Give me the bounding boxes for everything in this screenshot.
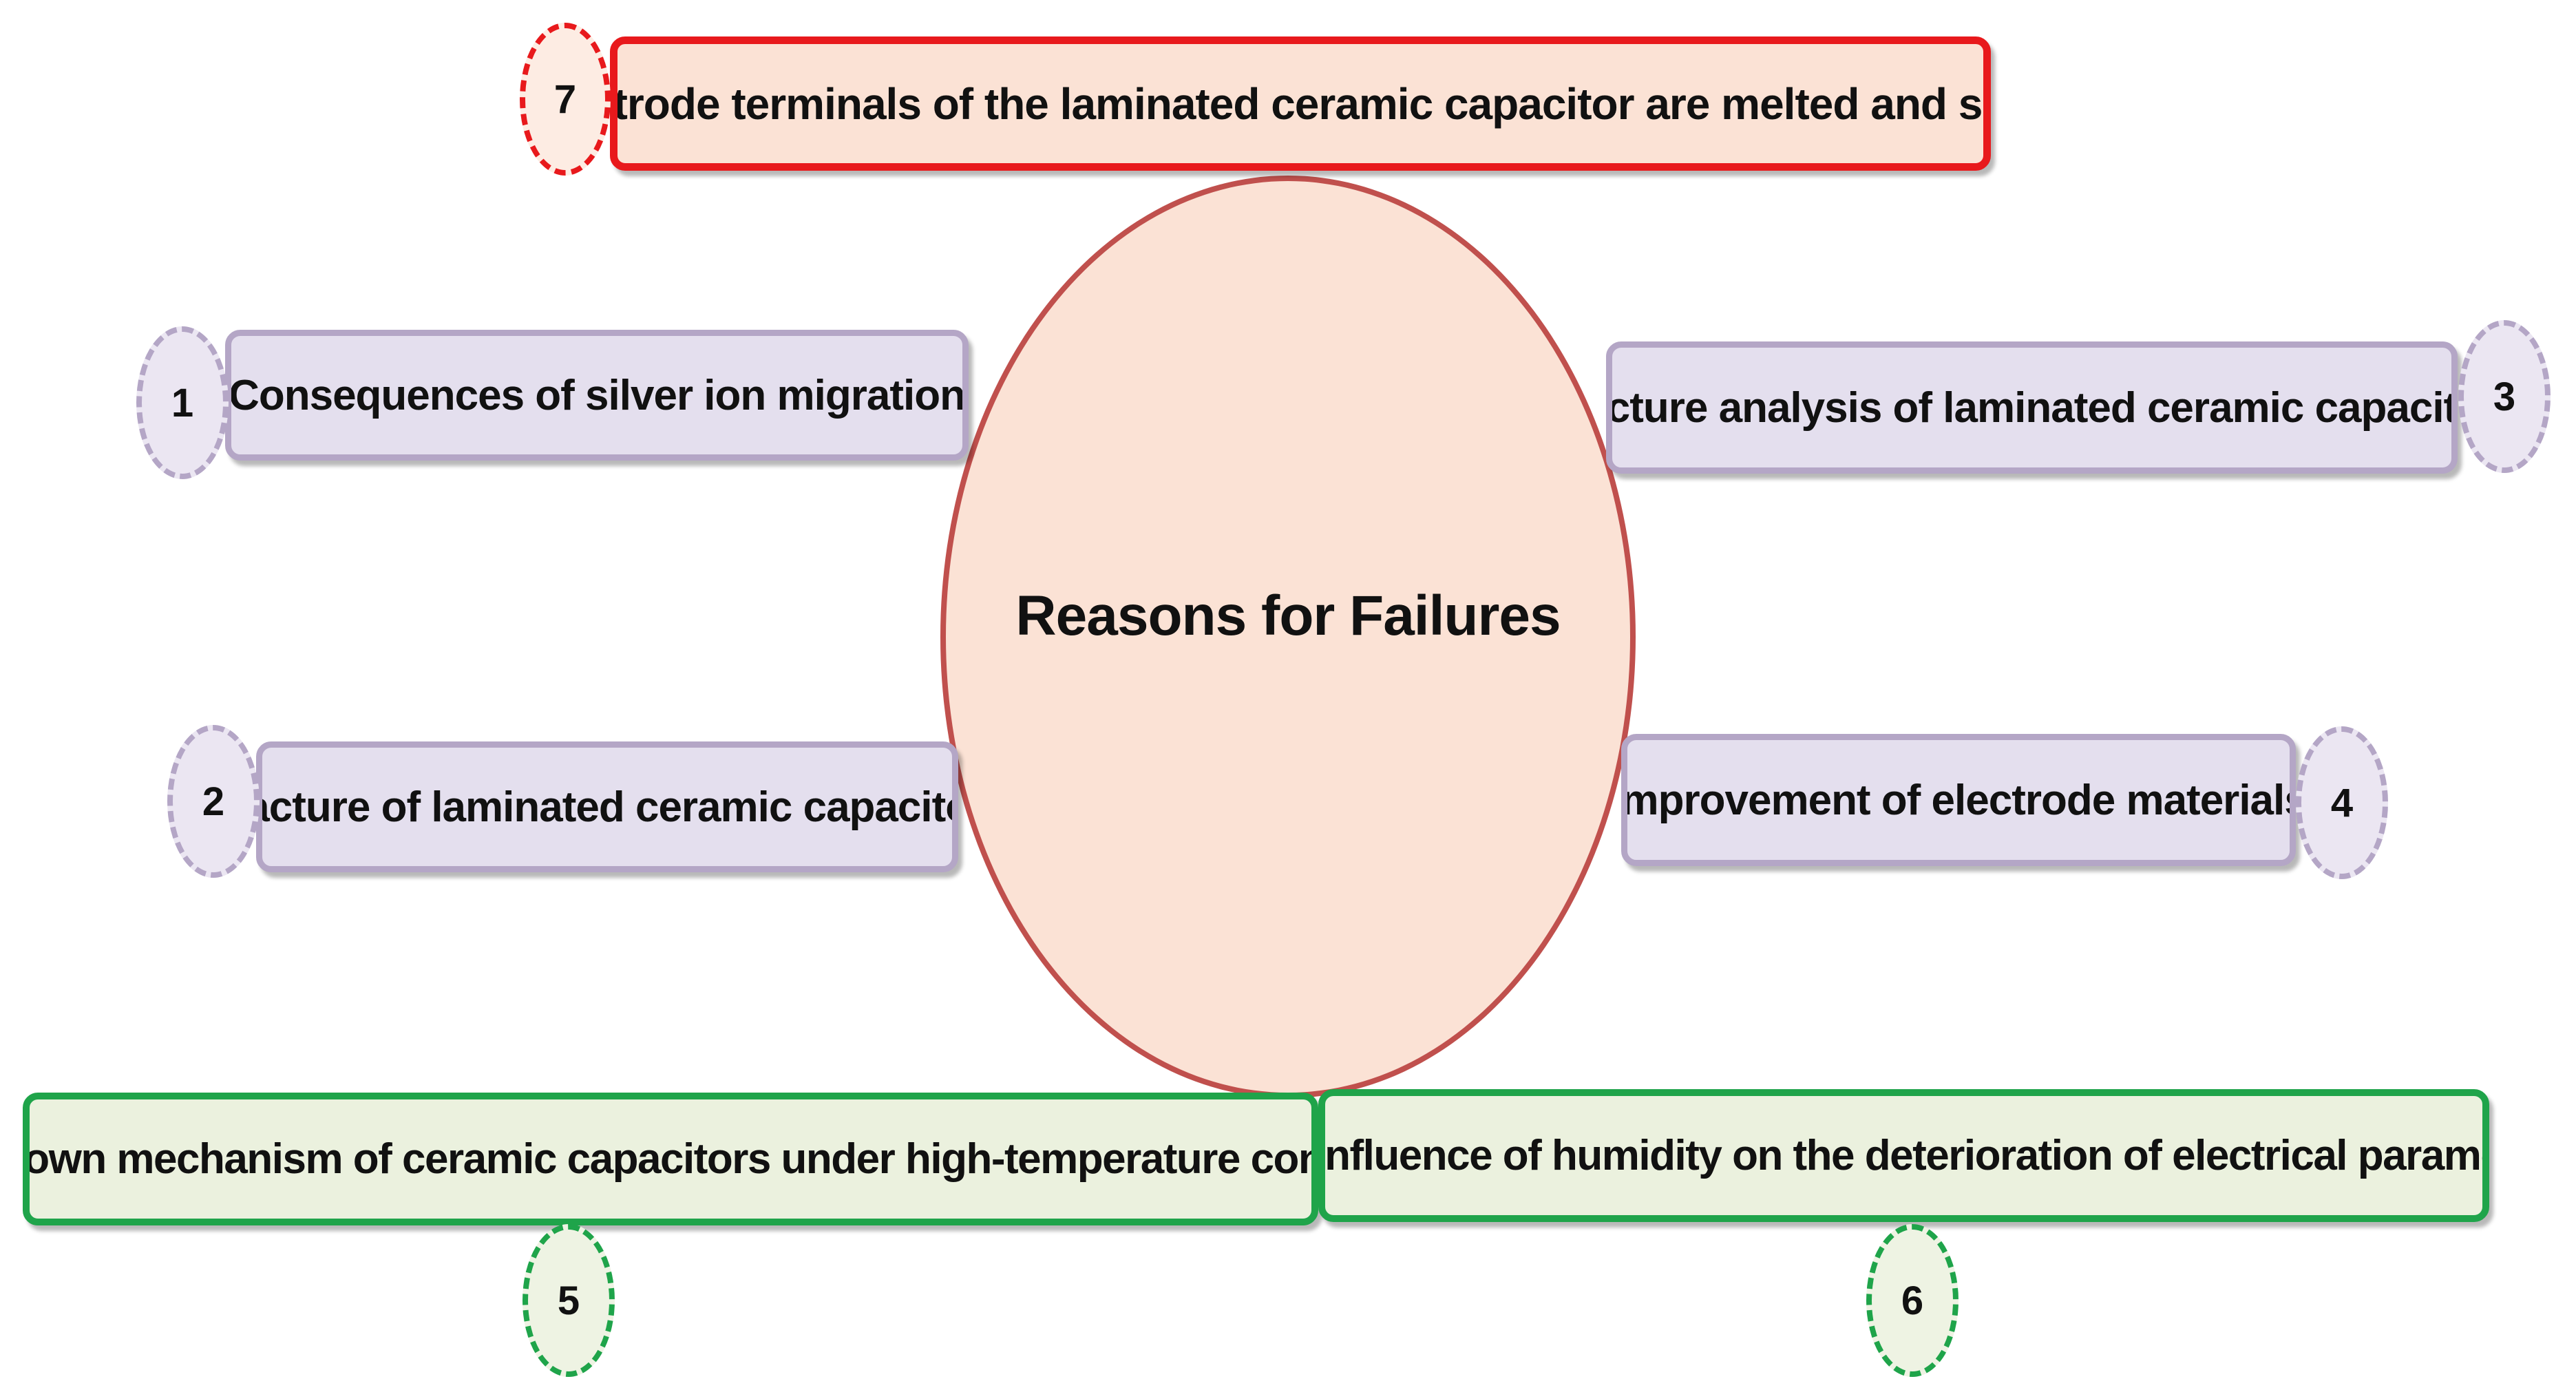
center-node: Reasons for Failures [940,176,1636,1098]
reason-5-number-badge: 5 [522,1224,615,1377]
reason-3-number-badge: 3 [2458,320,2551,473]
reason-5-number: 5 [557,1278,580,1323]
reason-4-number: 4 [2330,780,2354,825]
reason-2-number-badge: 2 [167,725,260,878]
reason-7-number-badge: 7 [520,23,611,176]
reason-6-box: The influence of humidity on the deterio… [1318,1089,2489,1222]
reason-7-label: The electrode terminals of the laminated… [613,78,1983,129]
reason-3-box: Fracture analysis of laminated ceramic c… [1606,341,2458,474]
reason-7-number: 7 [553,76,577,122]
reason-2-box: Fracture of laminated ceramic capacitors [256,741,958,872]
reason-2-number: 2 [202,779,225,824]
reason-4-number-badge: 4 [2296,726,2388,879]
center-label: Reasons for Failures [1015,585,1561,647]
reason-3-number: 3 [2493,374,2516,419]
reason-1-box: Consequences of silver ion migration [225,330,969,461]
reason-4-label: Improvement of electrode materials [1621,776,2296,824]
reason-1-label: Consequences of silver ion migration [229,371,965,419]
reason-6-number: 6 [1901,1278,1924,1323]
reason-2-label: Fracture of laminated ceramic capacitors [262,783,952,831]
reason-6-number-badge: 6 [1866,1224,1959,1377]
reason-6-label: The influence of humidity on the deterio… [1318,1132,2482,1179]
reason-1-number: 1 [171,380,194,425]
reason-5-box: Breakdown mechanism of ceramic capacitor… [23,1093,1318,1225]
reason-4-box: Improvement of electrode materials [1621,734,2296,866]
reason-5-label: Breakdown mechanism of ceramic capacitor… [23,1135,1311,1183]
reason-7-box: The electrode terminals of the laminated… [610,36,1991,171]
reason-1-number-badge: 1 [136,326,229,479]
reason-3-label: Fracture analysis of laminated ceramic c… [1606,383,2458,432]
